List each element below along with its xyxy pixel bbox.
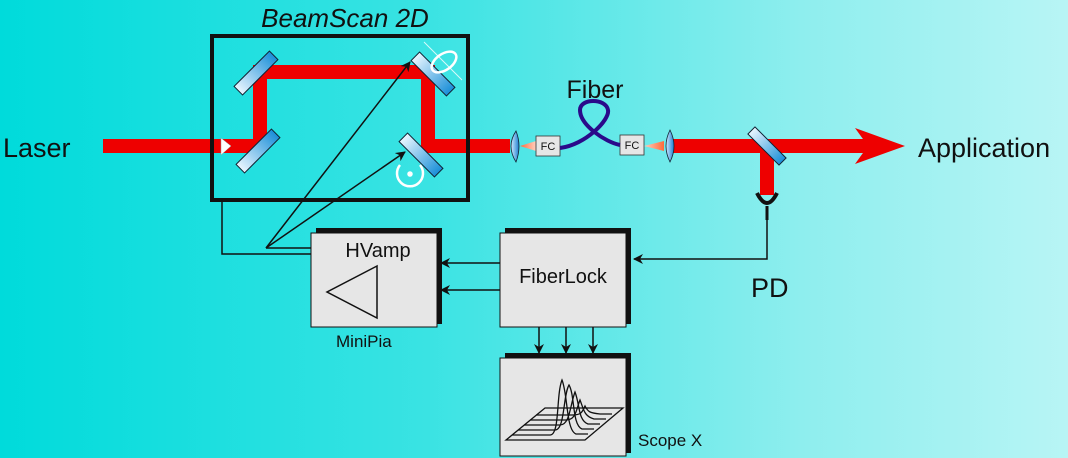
laser-label: Laser xyxy=(3,133,71,163)
input-marker-icon xyxy=(220,137,232,156)
fiberlock-block: FiberLock xyxy=(499,228,631,328)
photodiode-icon xyxy=(755,192,779,205)
fiberlock-to-scope-arrows xyxy=(534,327,598,354)
hvamp-block: HVamp xyxy=(310,228,442,328)
optical-fiber xyxy=(559,99,621,150)
lens-right xyxy=(665,129,675,163)
tilt-rotation-icon xyxy=(423,41,463,81)
mirror-top-right-scan xyxy=(410,51,456,97)
mirror-bottom-left xyxy=(235,128,281,174)
pd-label: PD xyxy=(751,273,789,303)
coupling-cone-right xyxy=(644,141,664,151)
amplifier-icon xyxy=(325,264,378,320)
fiberlock-label: FiberLock xyxy=(519,266,608,288)
fiber-label: Fiber xyxy=(567,76,624,104)
coupling-cone-left xyxy=(520,141,536,151)
application-label: Application xyxy=(918,133,1050,163)
scope-caption: Scope X xyxy=(638,431,702,450)
rotation-icon xyxy=(395,164,425,188)
fiber-coupler-right-label: FC xyxy=(625,140,640,152)
fiber-coupler-left-label: FC xyxy=(541,141,556,153)
mirror-top-left xyxy=(233,50,279,96)
scope-waveform-icon xyxy=(504,378,625,441)
hvamp-label: HVamp xyxy=(345,240,410,262)
lens-left xyxy=(510,130,520,163)
beamsplitter xyxy=(747,126,787,166)
mirror-bottom-right-scan xyxy=(398,132,444,178)
output-arrow-icon xyxy=(855,128,905,164)
pd-signal-line xyxy=(633,220,768,264)
beamscan-box xyxy=(210,34,470,202)
scope-block xyxy=(499,353,631,457)
beamscan-title: BeamScan 2D xyxy=(261,3,429,33)
minipia-caption: MiniPia xyxy=(336,332,392,351)
